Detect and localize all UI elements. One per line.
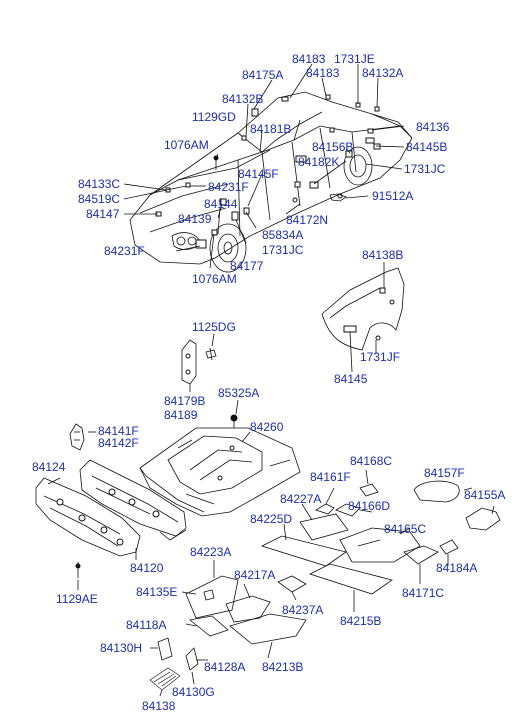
part-label-84124[interactable]: 84124 [32, 460, 66, 474]
part-label-1076am-top[interactable]: 1076AM [164, 138, 209, 152]
part-label-84133c[interactable]: 84133C [78, 177, 121, 191]
bottom-small-parts [149, 637, 208, 697]
car-leader-lines [123, 63, 405, 269]
part-label-84213b[interactable]: 84213B [262, 660, 304, 674]
part-label-84168c[interactable]: 84168C [350, 454, 393, 468]
floor-carpet-drawing [139, 427, 301, 517]
part-label-84179b[interactable]: 84179B [164, 394, 206, 408]
part-label-84145f[interactable]: 84145F [238, 167, 279, 181]
part-label-84237a[interactable]: 84237A [282, 603, 324, 617]
part-label-84145b[interactable]: 84145B [406, 140, 448, 154]
part-label-84166d[interactable]: 84166D [348, 499, 391, 513]
rear-pads-drawing [181, 523, 393, 659]
part-label-84145[interactable]: 84145 [334, 372, 368, 386]
part-label-84142f[interactable]: 84142F [98, 436, 139, 450]
part-label-84118a[interactable]: 84118A [126, 618, 167, 632]
part-label-1076am-bottom[interactable]: 1076AM [192, 272, 237, 286]
part-label-84227a[interactable]: 84227A [280, 492, 322, 506]
part-label-84130g[interactable]: 84130G [172, 685, 215, 699]
part-label-84215b[interactable]: 84215B [340, 614, 382, 628]
part-label-84136[interactable]: 84136 [416, 120, 450, 134]
part-label-84161f[interactable]: 84161F [310, 470, 351, 484]
bracket-drawing [181, 333, 239, 428]
part-label-84138[interactable]: 84138 [142, 699, 176, 713]
floor-pads-drawing [299, 469, 501, 584]
part-label-84231f-top[interactable]: 84231F [208, 180, 249, 194]
part-label-1129gd[interactable]: 1129GD [192, 110, 236, 124]
part-label-1731jc-bottom[interactable]: 1731JC [262, 243, 304, 257]
part-label-84147[interactable]: 84147 [86, 207, 120, 221]
part-label-84141f[interactable]: 84141F [98, 424, 139, 438]
dash-insulator-drawing [35, 459, 187, 590]
part-label-84172n[interactable]: 84172N [286, 213, 329, 227]
part-label-84132b[interactable]: 84132B [222, 92, 264, 106]
part-label-84183-a[interactable]: 84183 [292, 52, 326, 66]
part-label-84157f[interactable]: 84157F [424, 466, 465, 480]
part-label-84138b[interactable]: 84138B [362, 248, 404, 262]
part-label-1129ae[interactable]: 1129AE [56, 592, 98, 606]
part-label-84135e[interactable]: 84135E [136, 585, 178, 599]
part-label-84165c[interactable]: 84165C [384, 522, 427, 536]
part-label-84217a[interactable]: 84217A [234, 568, 276, 582]
part-label-1731je[interactable]: 1731JE [334, 52, 375, 66]
small-bracket-drawing [69, 423, 96, 451]
part-label-84177[interactable]: 84177 [230, 259, 264, 273]
part-label-1731jc-right[interactable]: 1731JC [404, 162, 446, 176]
part-label-1731jf[interactable]: 1731JF [360, 350, 401, 364]
part-label-1125dg[interactable]: 1125DG [192, 320, 236, 334]
part-label-84260[interactable]: 84260 [250, 420, 284, 434]
part-label-84156b[interactable]: 84156B [312, 140, 354, 154]
part-label-84183-b[interactable]: 84183 [306, 66, 340, 80]
car-body-drawing [129, 91, 413, 273]
part-label-84130h[interactable]: 84130H [100, 641, 143, 655]
part-label-84223a[interactable]: 84223A [190, 545, 232, 559]
part-label-84225d[interactable]: 84225D [250, 512, 293, 526]
part-label-84144[interactable]: 84144 [204, 197, 238, 211]
part-label-84139[interactable]: 84139 [178, 212, 212, 226]
part-label-84128a[interactable]: 84128A [204, 660, 246, 674]
part-label-84231f-bottom[interactable]: 84231F [104, 244, 145, 258]
part-label-84171c[interactable]: 84171C [402, 586, 445, 600]
part-label-85834a[interactable]: 85834A [262, 228, 304, 242]
part-label-84182k[interactable]: 84182K [298, 155, 340, 169]
part-label-84155a[interactable]: 84155A [464, 488, 506, 502]
part-label-84132a[interactable]: 84132A [362, 66, 404, 80]
fender-drawing [321, 262, 405, 373]
part-label-91512a[interactable]: 91512A [372, 189, 414, 203]
part-label-84184a[interactable]: 84184A [436, 561, 478, 575]
part-label-84175a[interactable]: 84175A [242, 68, 284, 82]
part-label-85325a[interactable]: 85325A [218, 386, 260, 400]
part-label-84519c[interactable]: 84519C [78, 192, 121, 206]
part-label-84120[interactable]: 84120 [130, 561, 164, 575]
part-label-84181b[interactable]: 84181B [250, 122, 292, 136]
part-label-84189[interactable]: 84189 [164, 408, 198, 422]
